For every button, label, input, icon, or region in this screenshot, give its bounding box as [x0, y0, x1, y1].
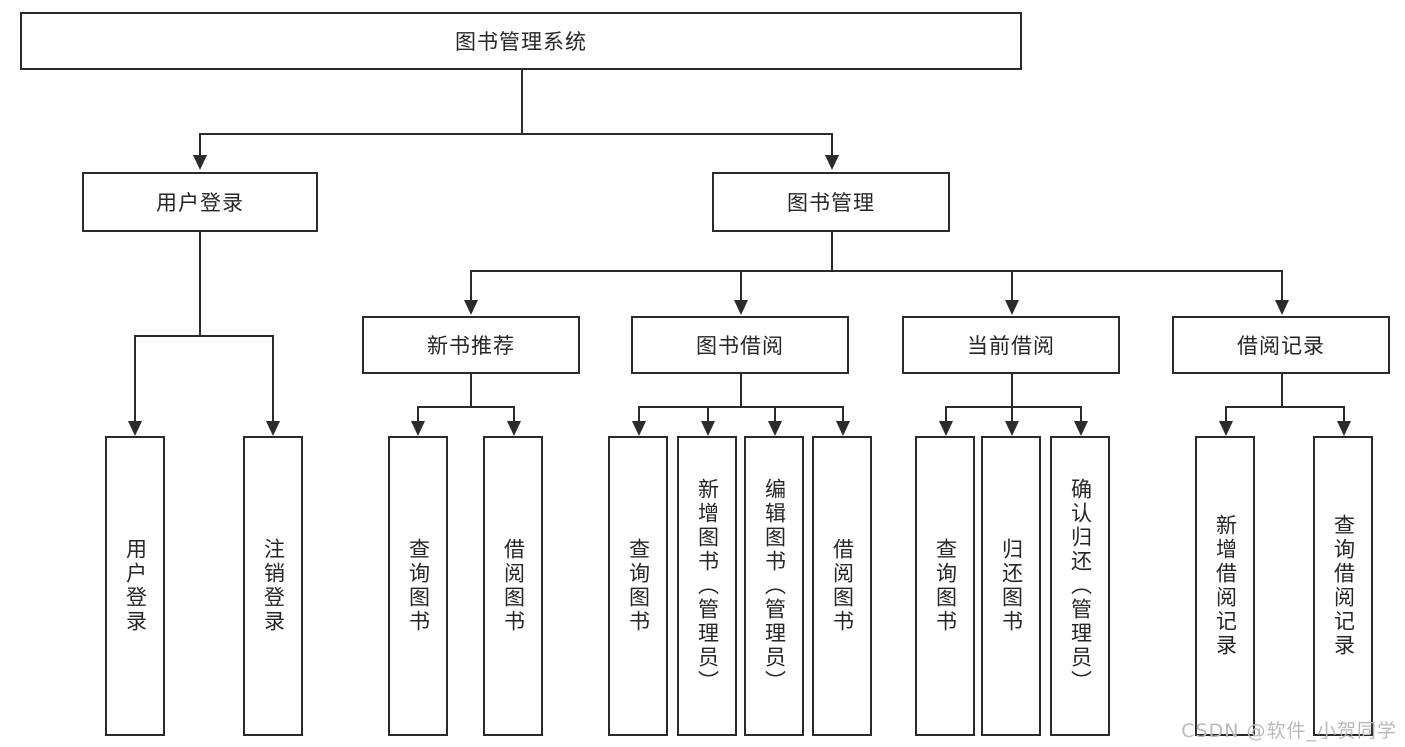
connector-book-manage-stem — [831, 232, 833, 270]
connector-br-drop-2 — [1343, 406, 1345, 421]
connector-root-to-user-login — [199, 133, 201, 155]
leaf-bb-query-book-label: 查询图书 — [626, 538, 651, 634]
connector-bb-drop-3 — [774, 406, 776, 421]
arrow-root-to-book-manage — [825, 155, 839, 170]
arrow-user-login-leaf-2 — [266, 421, 280, 436]
arrow-bm-borrow-record — [1275, 300, 1289, 315]
node-current-borrow-label: 当前借阅 — [967, 334, 1055, 358]
arrow-bb-leaf-3 — [768, 421, 782, 436]
connector-bm-drop-3 — [1011, 270, 1013, 300]
node-current-borrow[interactable]: 当前借阅 — [902, 316, 1120, 374]
connector-root-stem — [521, 70, 523, 133]
arrow-bb-leaf-4 — [836, 421, 850, 436]
leaf-bb-edit-book-label: 编辑图书（管理员） — [762, 478, 787, 694]
connector-bm-drop-2 — [740, 270, 742, 300]
node-borrow-record-label: 借阅记录 — [1237, 334, 1325, 358]
connector-bb-drop-1 — [638, 406, 640, 421]
connector-bb-drop-4 — [842, 406, 844, 421]
leaf-user-login-label: 用户登录 — [123, 538, 148, 634]
node-root[interactable]: 图书管理系统 — [20, 12, 1022, 70]
arrow-root-to-user-login — [193, 155, 207, 170]
arrow-bm-book-borrow — [734, 300, 748, 315]
leaf-cb-return-book[interactable]: 归还图书 — [981, 436, 1041, 736]
leaf-bb-add-book[interactable]: 新增图书（管理员） — [677, 436, 737, 736]
connector-user-login-drop-1 — [134, 335, 136, 421]
leaf-nb-query-book[interactable]: 查询图书 — [388, 436, 448, 736]
connector-nb-drop-1 — [417, 406, 419, 421]
connector-bb-drop-2 — [707, 406, 709, 421]
connector-user-login-bar — [134, 335, 272, 337]
leaf-nb-query-book-label: 查询图书 — [406, 538, 431, 634]
arrow-user-login-leaf-1 — [128, 421, 142, 436]
connector-book-borrow-bar — [638, 406, 842, 408]
connector-cb-drop-3 — [1080, 406, 1082, 421]
leaf-logout-label: 注销登录 — [261, 538, 286, 634]
leaf-bb-borrow-book-label: 借阅图书 — [830, 538, 855, 634]
leaf-br-query-record[interactable]: 查询借阅记录 — [1313, 436, 1373, 736]
node-root-label: 图书管理系统 — [455, 30, 587, 54]
leaf-bb-add-book-label: 新增图书（管理员） — [695, 478, 720, 694]
connector-user-login-drop-2 — [272, 335, 274, 421]
connector-root-bar — [199, 133, 832, 135]
connector-bm-drop-4 — [1281, 270, 1283, 300]
node-new-book-label: 新书推荐 — [427, 334, 515, 358]
leaf-nb-borrow-book[interactable]: 借阅图书 — [483, 436, 543, 736]
leaf-cb-confirm-return-label: 确认归还（管理员） — [1068, 478, 1093, 694]
node-user-login-label: 用户登录 — [156, 191, 244, 215]
leaf-br-add-record-label: 新增借阅记录 — [1213, 514, 1238, 658]
arrow-br-leaf-2 — [1337, 421, 1351, 436]
connector-root-to-book-manage — [831, 133, 833, 155]
connector-current-borrow-stem — [1011, 374, 1013, 406]
connector-nb-drop-2 — [513, 406, 515, 421]
arrow-nb-leaf-2 — [507, 421, 521, 436]
leaf-cb-query-book-label: 查询图书 — [933, 538, 958, 634]
leaf-cb-confirm-return[interactable]: 确认归还（管理员） — [1050, 436, 1110, 736]
arrow-bm-current-borrow — [1005, 300, 1019, 315]
node-book-borrow[interactable]: 图书借阅 — [631, 316, 849, 374]
node-book-manage[interactable]: 图书管理 — [712, 172, 950, 232]
leaf-user-login[interactable]: 用户登录 — [105, 436, 165, 736]
connector-user-login-stem — [199, 232, 201, 335]
arrow-bm-new-book — [464, 300, 478, 315]
leaf-bb-borrow-book[interactable]: 借阅图书 — [812, 436, 872, 736]
connector-book-borrow-stem — [740, 374, 742, 406]
node-user-login[interactable]: 用户登录 — [82, 172, 318, 232]
connector-new-book-bar — [417, 406, 513, 408]
connector-cb-drop-1 — [945, 406, 947, 421]
connector-new-book-stem — [470, 374, 472, 406]
leaf-br-query-record-label: 查询借阅记录 — [1331, 514, 1356, 658]
leaf-cb-query-book[interactable]: 查询图书 — [915, 436, 975, 736]
arrow-bb-leaf-1 — [632, 421, 646, 436]
arrow-nb-leaf-1 — [411, 421, 425, 436]
connector-borrow-record-stem — [1281, 374, 1283, 406]
node-book-manage-label: 图书管理 — [787, 191, 875, 215]
leaf-bb-edit-book[interactable]: 编辑图书（管理员） — [744, 436, 804, 736]
leaf-cb-return-book-label: 归还图书 — [999, 538, 1024, 634]
connector-cb-drop-2 — [1011, 406, 1013, 421]
leaf-nb-borrow-book-label: 借阅图书 — [501, 538, 526, 634]
arrow-cb-leaf-2 — [1005, 421, 1019, 436]
connector-br-drop-1 — [1225, 406, 1227, 421]
leaf-bb-query-book[interactable]: 查询图书 — [608, 436, 668, 736]
node-new-book[interactable]: 新书推荐 — [362, 316, 580, 374]
connector-borrow-record-bar — [1225, 406, 1343, 408]
connector-book-manage-bar — [470, 270, 1281, 272]
leaf-br-add-record[interactable]: 新增借阅记录 — [1195, 436, 1255, 736]
arrow-cb-leaf-1 — [939, 421, 953, 436]
node-book-borrow-label: 图书借阅 — [696, 334, 784, 358]
node-borrow-record[interactable]: 借阅记录 — [1172, 316, 1390, 374]
connector-bm-drop-1 — [470, 270, 472, 300]
arrow-bb-leaf-2 — [701, 421, 715, 436]
arrow-cb-leaf-3 — [1074, 421, 1088, 436]
arrow-br-leaf-1 — [1219, 421, 1233, 436]
leaf-logout[interactable]: 注销登录 — [243, 436, 303, 736]
